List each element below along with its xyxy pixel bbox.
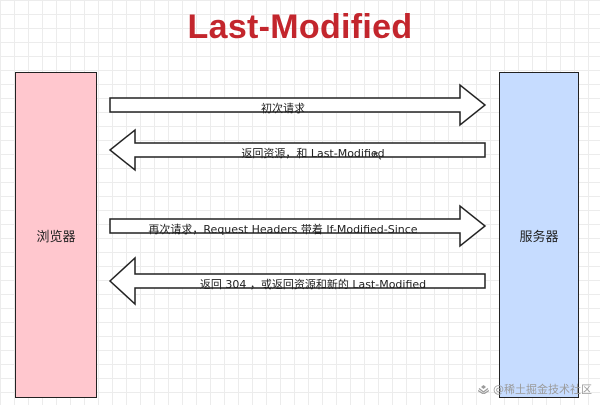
watermark: @稀土掘金技术社区 bbox=[478, 381, 592, 397]
watermark-text: @稀土掘金技术社区 bbox=[493, 383, 592, 396]
juejin-logo-icon bbox=[478, 384, 489, 394]
arrow-label-return-304: 返回 304 ，或返回资源和新的 Last-Modified bbox=[199, 278, 427, 291]
browser-label: 浏览器 bbox=[36, 229, 76, 245]
arrow-return-304 bbox=[108, 256, 486, 306]
server-box: 服务器 bbox=[499, 72, 579, 398]
arrow-label-second-request: 再次请求，Request Headers 带着 If-Modified-Sinc… bbox=[148, 223, 418, 236]
server-label: 服务器 bbox=[519, 229, 559, 245]
browser-box: 浏览器 bbox=[15, 72, 97, 398]
mouse-cursor-icon: ↖ bbox=[372, 149, 383, 164]
arrow-label-return-resource: 返回资源，和 Last-Modified bbox=[241, 147, 385, 160]
arrow-second-request bbox=[109, 204, 487, 248]
arrow-return-resource bbox=[108, 128, 486, 172]
arrow-initial-request bbox=[109, 83, 487, 127]
diagram-title: Last-Modified bbox=[187, 8, 413, 46]
arrow-label-initial-request: 初次请求 bbox=[261, 102, 305, 115]
